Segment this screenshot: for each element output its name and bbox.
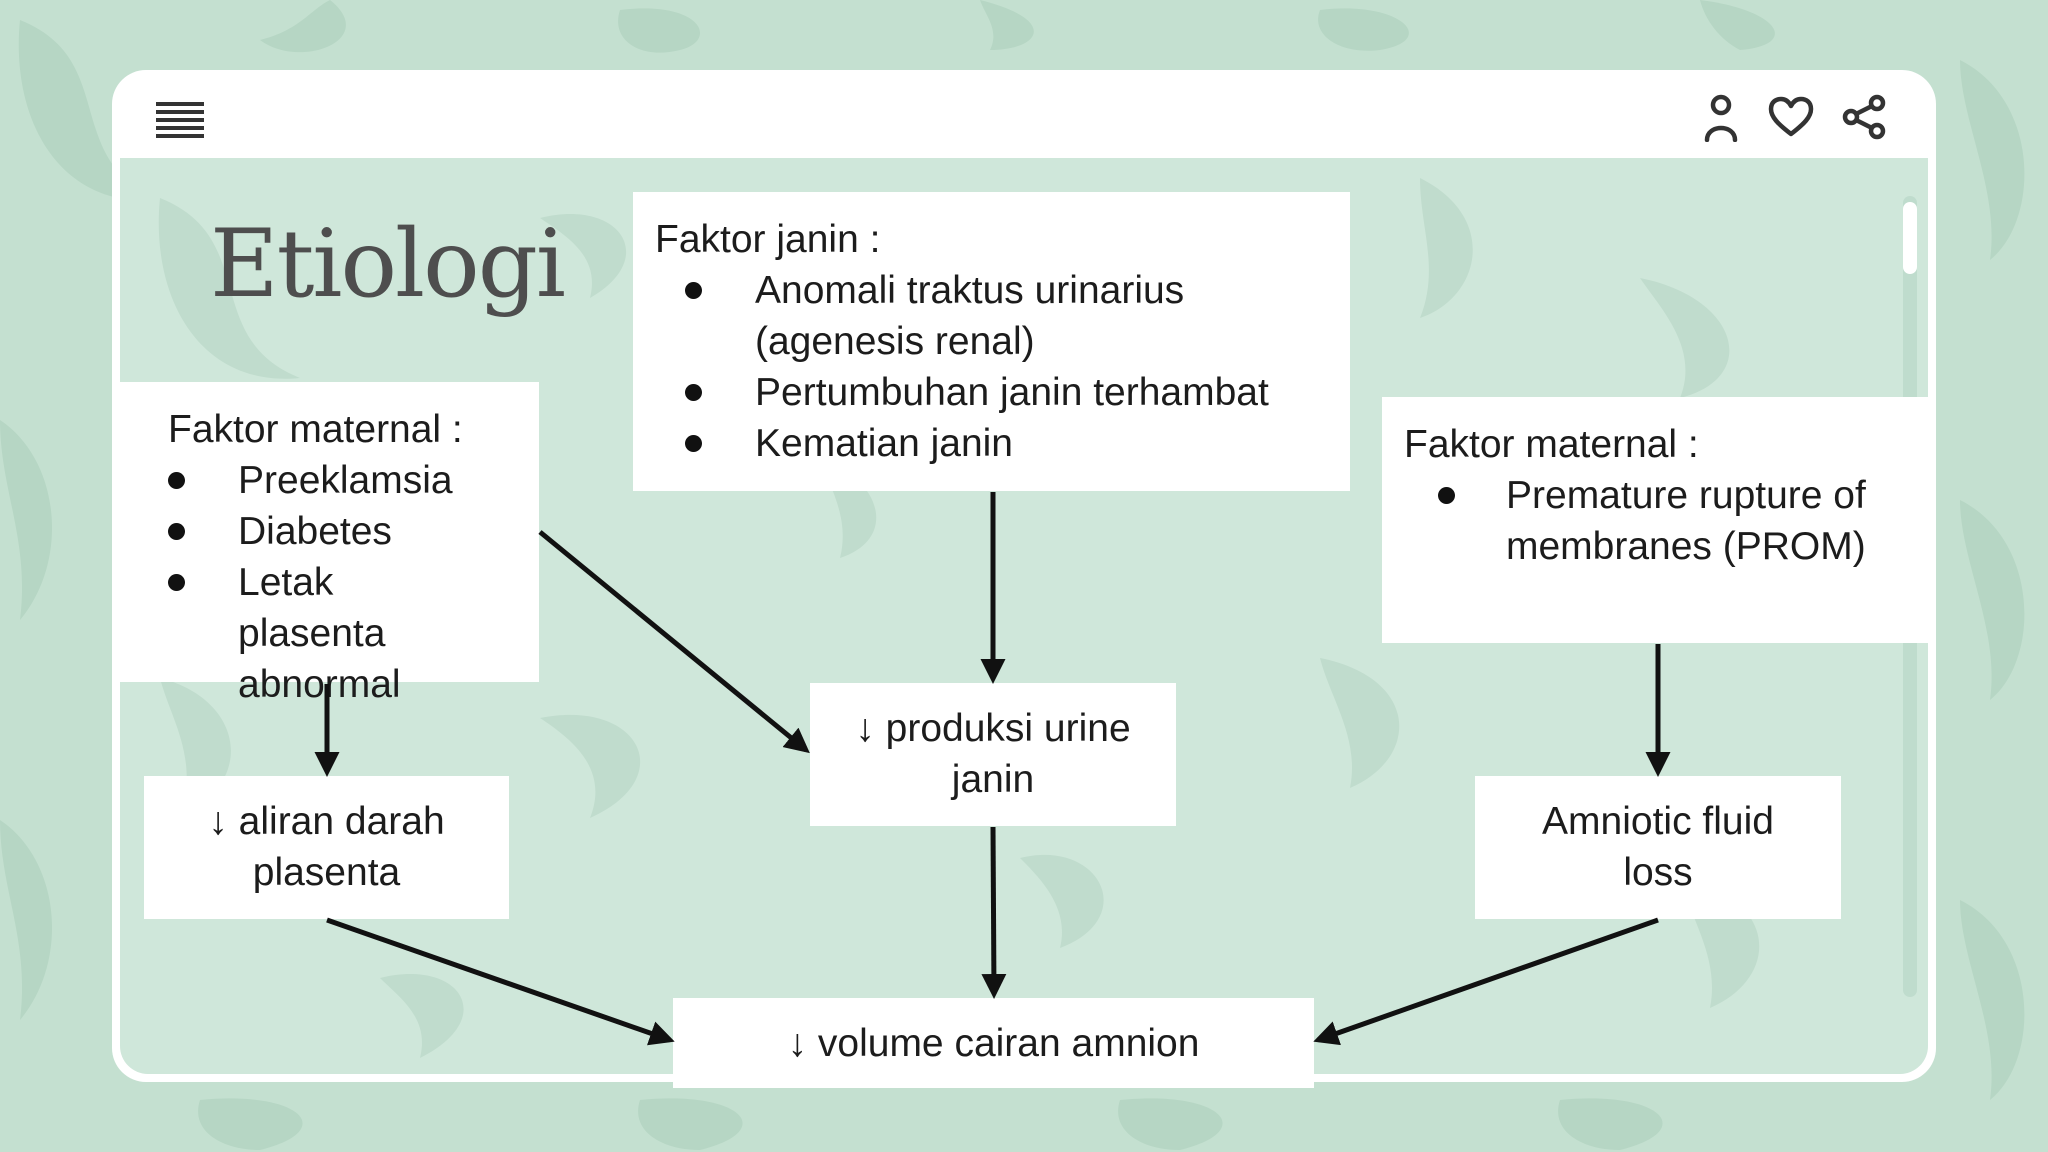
node-text-line1: Amniotic fluid (1542, 800, 1774, 843)
content-pattern (158, 178, 1760, 1058)
list-item: Pertumbuhan janin terhambat (655, 367, 1350, 418)
bullet-icon (168, 523, 185, 540)
node-text-line1: ↓ produksi urine (855, 707, 1131, 750)
scrollbar-thumb[interactable] (1903, 202, 1917, 274)
top-bar (112, 70, 1936, 158)
hamburger-menu-icon[interactable] (156, 102, 204, 138)
user-icon[interactable] (1704, 94, 1738, 142)
list-item: Diabetes (168, 506, 539, 557)
bullet-icon (168, 472, 185, 489)
bullet-icon (168, 574, 185, 591)
bullet-icon (685, 282, 702, 299)
node-text-line2: plasenta (252, 851, 401, 894)
share-icon[interactable] (1842, 94, 1888, 140)
node-janin: Faktor janin : Anomali traktus urinarius… (633, 192, 1350, 491)
node-text-line2: loss (1623, 851, 1693, 894)
list-item: Preeklamsia (168, 455, 539, 506)
list-item: Kematian janin (655, 418, 1350, 469)
node-list: Anomali traktus urinarius (agenesis rena… (655, 265, 1350, 469)
node-aliran: ↓ aliran darah plasenta (144, 776, 509, 919)
node-header: Faktor maternal : (1404, 423, 1699, 466)
arrow-aliran-to-volume (326, 917, 675, 1046)
heart-icon[interactable] (1768, 96, 1814, 138)
bullet-icon (1438, 487, 1455, 504)
node-text-line1: ↓ volume cairan amnion (787, 1022, 1200, 1065)
node-maternal-left: Faktor maternal : Preeklamsia Diabetes L… (120, 382, 539, 706)
arrow-maternal-to-produksi (538, 530, 810, 754)
node-text-line1: ↓ aliran darah (208, 800, 445, 843)
node-text-line2: janin (951, 758, 1035, 801)
node-header: Faktor maternal : (168, 408, 463, 451)
list-item: Premature rupture of membranes (PROM) (1404, 470, 1896, 572)
node-list: Preeklamsia Diabetes Letak plasenta abno… (168, 455, 539, 710)
arrow-produksi-to-volume (981, 826, 1007, 999)
arrow-amniotic-to-volume (1313, 917, 1659, 1046)
node-list: Premature rupture of membranes (PROM) (1404, 470, 1928, 572)
node-header: Faktor janin : (655, 218, 881, 261)
node-volume: ↓ volume cairan amnion (673, 998, 1314, 1088)
list-item: Letak plasenta abnormal (168, 557, 478, 710)
node-maternal-right: Faktor maternal : Premature rupture of m… (1382, 397, 1928, 643)
node-produksi: ↓ produksi urine janin (810, 683, 1176, 826)
list-item: Anomali traktus urinarius (agenesis rena… (655, 265, 1215, 367)
node-amniotic: Amniotic fluid loss (1475, 776, 1841, 919)
bullet-icon (685, 435, 702, 452)
slide-title: Etiologi (210, 210, 566, 319)
bullet-icon (685, 384, 702, 401)
